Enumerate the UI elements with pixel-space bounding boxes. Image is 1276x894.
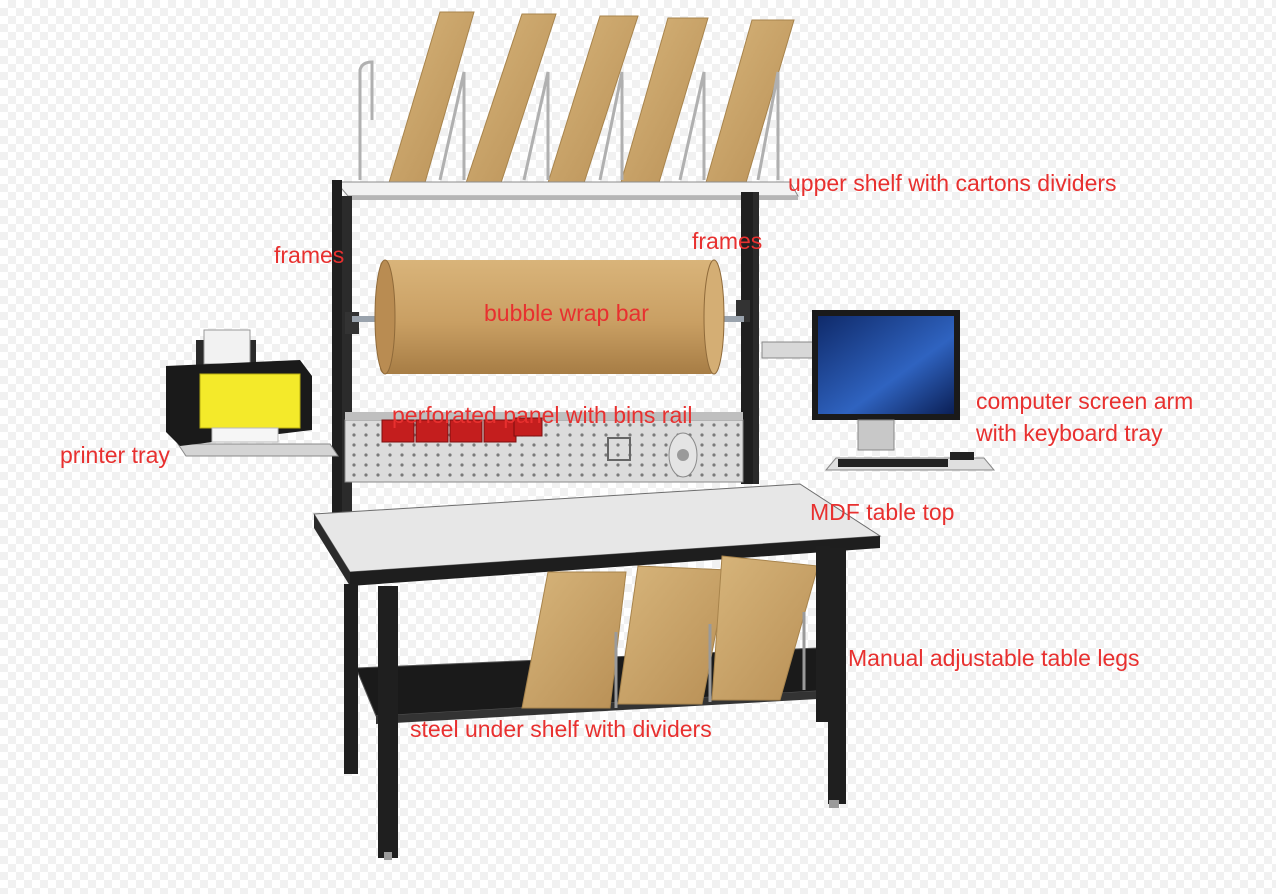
label-table-legs: Manual adjustable table legs bbox=[848, 645, 1140, 671]
label-under-shelf: steel under shelf with dividers bbox=[410, 716, 712, 742]
label-printer-tray: printer tray bbox=[60, 442, 170, 468]
table-top bbox=[313, 483, 882, 586]
red-bins bbox=[381, 417, 543, 443]
upper-cartons bbox=[387, 11, 795, 187]
bubble-wrap-roll bbox=[352, 259, 744, 375]
printer bbox=[166, 329, 339, 457]
label-computer-arm-line2: with keyboard tray bbox=[976, 420, 1163, 446]
computer-monitor bbox=[761, 310, 996, 471]
upper-shelf bbox=[334, 181, 799, 200]
label-computer-arm-line1: computer screen arm bbox=[976, 388, 1194, 414]
label-frames-right: frames bbox=[692, 228, 763, 254]
lower-cartons bbox=[521, 555, 819, 709]
label-perforated-panel: perforated panel with bins rail bbox=[392, 402, 693, 428]
table-legs bbox=[344, 546, 846, 860]
shelf-dividers bbox=[358, 60, 780, 181]
perforated-panel bbox=[344, 412, 744, 483]
label-frames-left: frames bbox=[274, 242, 345, 268]
label-upper-shelf: upper shelf with cartons dividers bbox=[788, 170, 1117, 196]
frames bbox=[332, 180, 759, 525]
label-bubble-wrap-bar: bubble wrap bar bbox=[484, 300, 649, 326]
label-mdf-table-top: MDF table top bbox=[810, 499, 955, 525]
